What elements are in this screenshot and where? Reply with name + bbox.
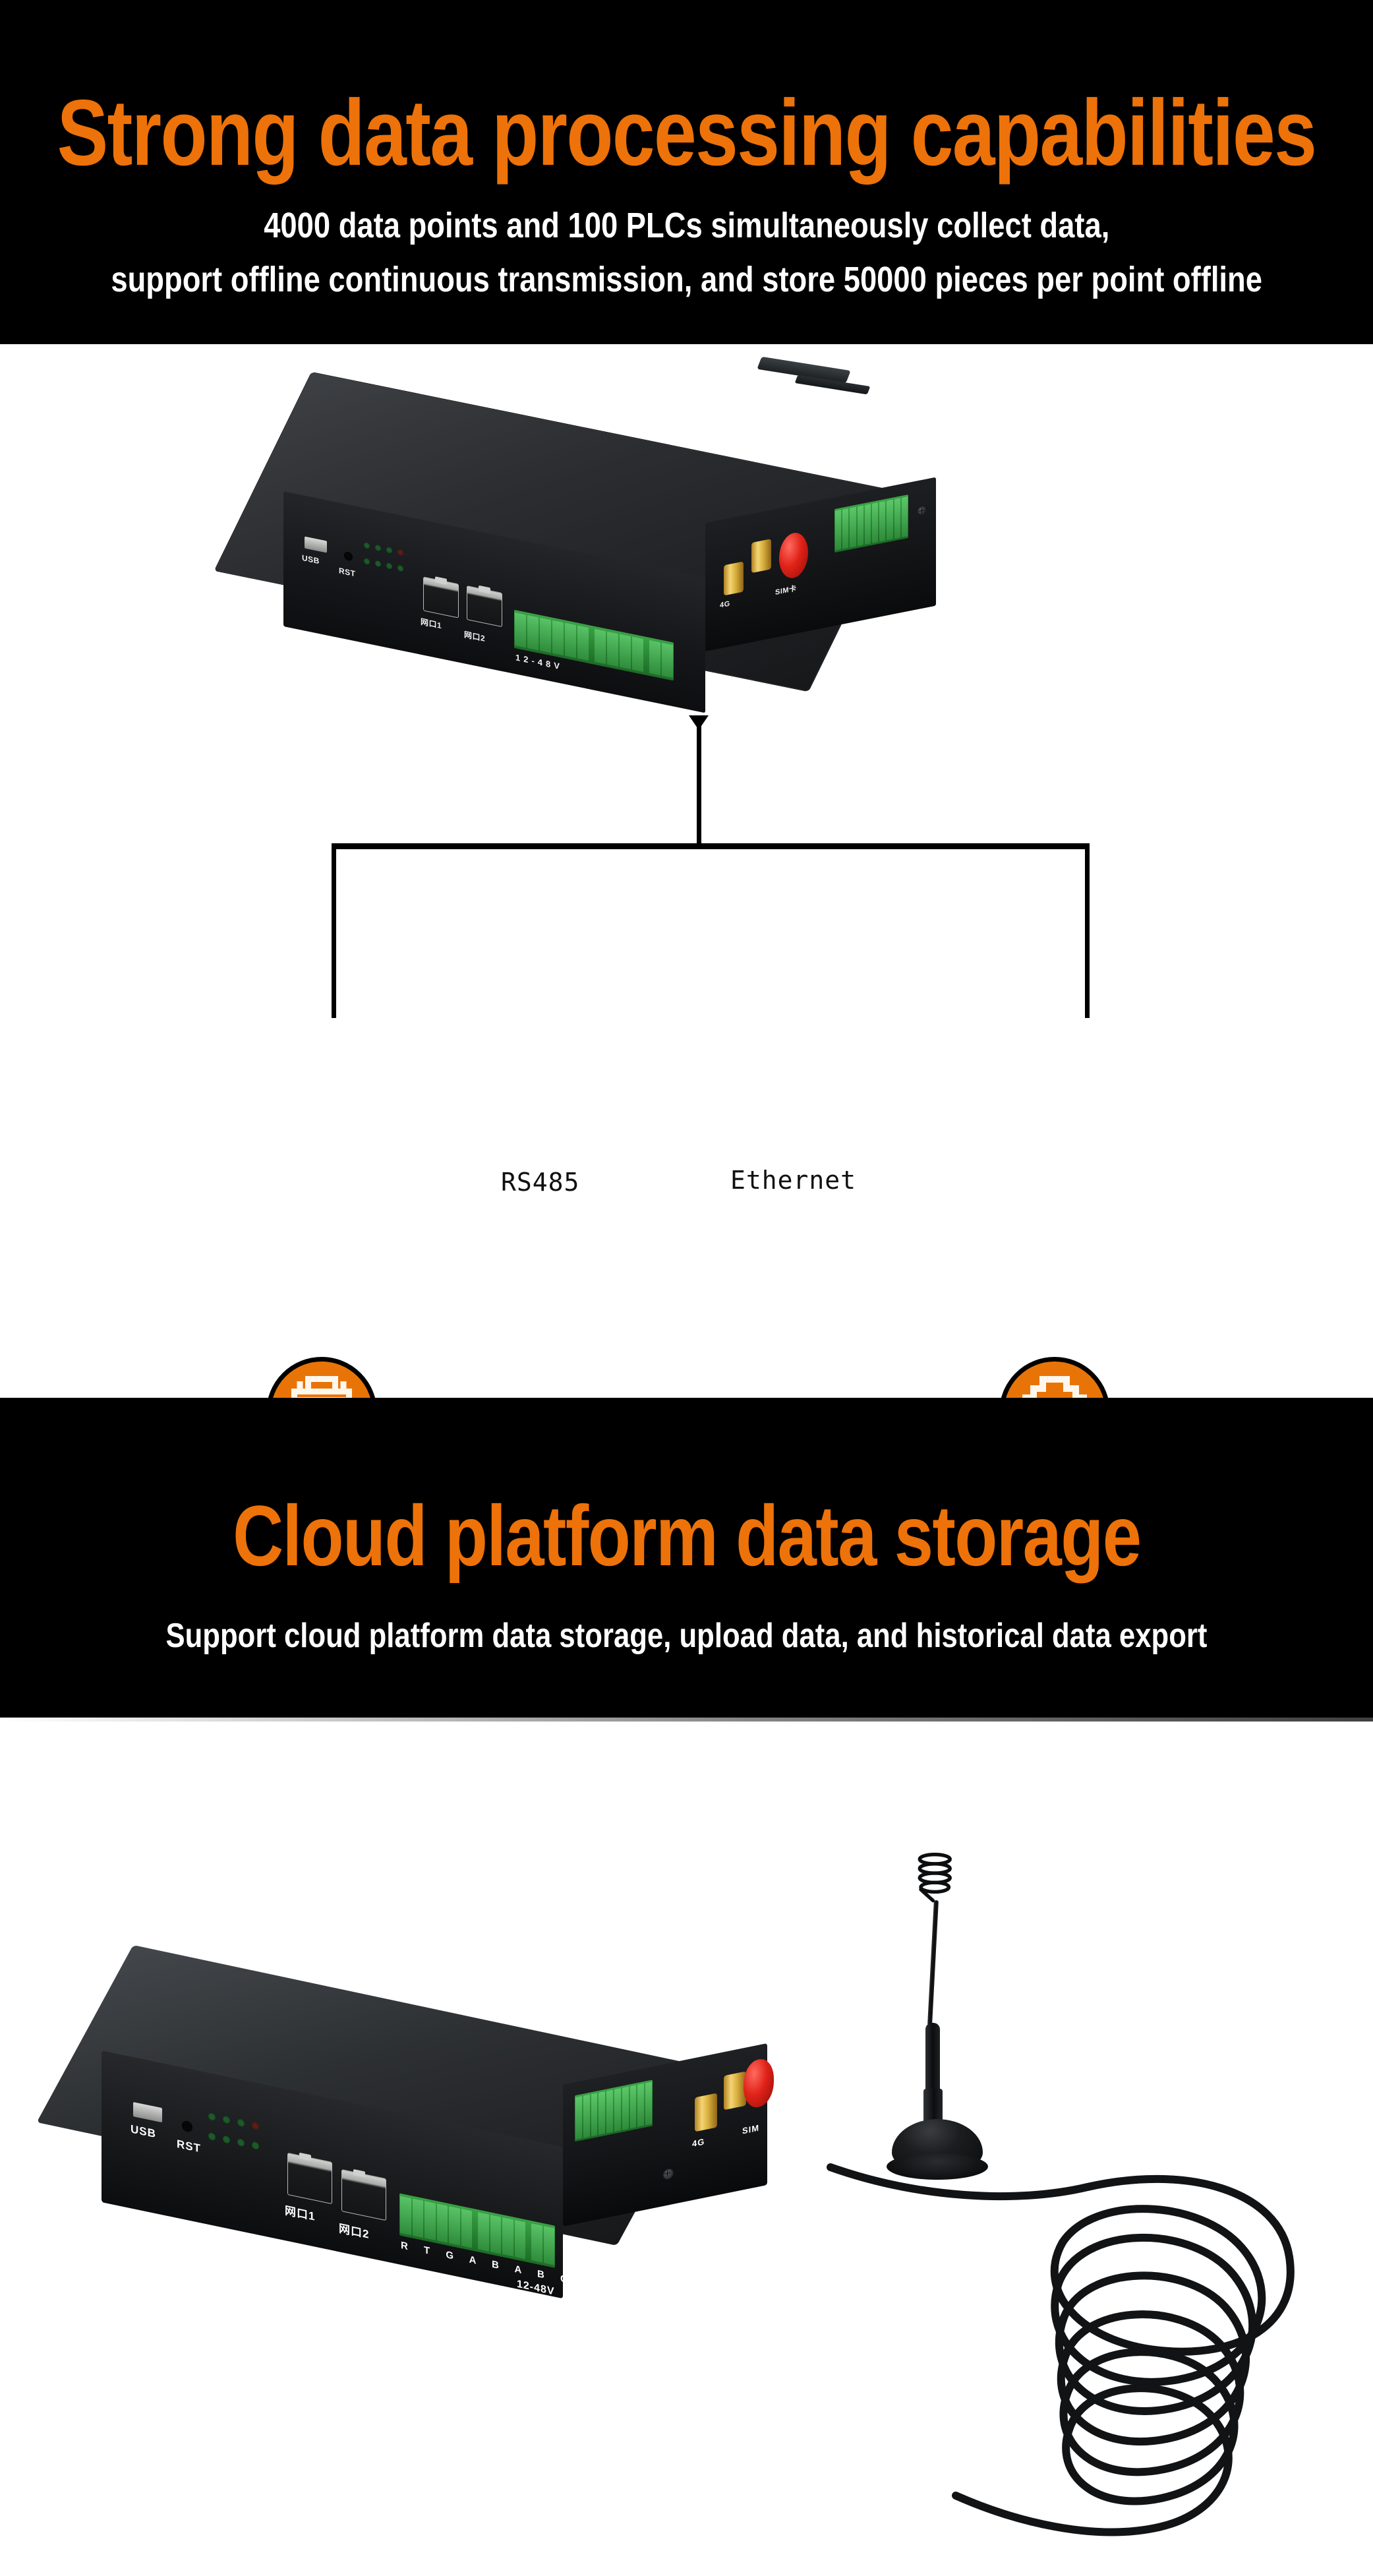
ethernet-port-1: [423, 576, 459, 618]
antenna-label-4g-bottom: 4G: [692, 2136, 705, 2149]
usb-label: USB: [302, 553, 320, 566]
banner-one-subtitle-line-2: support offline continuous transmission,…: [111, 260, 1262, 299]
sim-label-bottom: SIM: [742, 2122, 760, 2136]
connectivity-diagram-section: USB RST 网口1 网口2: [0, 344, 1373, 1696]
ethernet-port-1-label-bottom: 网口1: [285, 2204, 316, 2223]
ethernet-port-1-bottom: [287, 2152, 332, 2205]
ethernet-port-1-label: 网口1: [421, 616, 442, 631]
reset-label: RST: [339, 566, 356, 579]
shelf-edge-line: [0, 1718, 1373, 1722]
antenna-label-4g: 4G: [720, 599, 730, 610]
sim-card-slot-cover: [779, 530, 808, 581]
rs485-terminal-block: [514, 609, 674, 681]
header-banner-cloud-storage: Cloud platform data storage Support clou…: [0, 1398, 1373, 1718]
branch-label-ethernet: Ethernet: [730, 1166, 857, 1195]
sim-card-slot-cover-bottom: [744, 2056, 774, 2111]
reset-button: [344, 551, 353, 562]
usb-port: [305, 536, 327, 553]
sma-antenna-connector-4g: [724, 561, 744, 596]
led-indicator-grid-bottom: [208, 2109, 269, 2187]
banner-two-title: Cloud platform data storage: [232, 1487, 1142, 1584]
banner-one-title: Strong data processing capabilities: [57, 80, 1317, 185]
sma-antenna-connector-secondary: [751, 539, 771, 574]
antenna-coil-icon: [918, 1853, 952, 1903]
branch-label-rs485: RS485: [501, 1168, 580, 1197]
reset-label-bottom: RST: [177, 2137, 201, 2155]
chassis-screw-bottom: [663, 2167, 674, 2181]
magnetic-4g-antenna: [880, 1853, 1025, 2261]
antenna-base-rim: [887, 2153, 988, 2180]
ethernet-port-2-bottom: [341, 2169, 386, 2221]
banner-two-subtitle: Support cloud platform data storage, upl…: [165, 1616, 1208, 1655]
antenna-whip-rod: [927, 1900, 939, 2026]
device-chassis: USB RST 网口1 网口2: [215, 356, 1081, 720]
antenna-neck: [925, 2023, 940, 2092]
sim-label: SIM卡: [775, 584, 797, 597]
usb-label-bottom: USB: [131, 2122, 156, 2141]
reset-button-bottom: [182, 2120, 192, 2133]
device-photo-bottom: USB RST 网口1 网口2: [36, 1945, 824, 2334]
ethernet-port-2-label-bottom: 网口2: [339, 2222, 370, 2241]
usb-port-bottom: [133, 2102, 162, 2123]
led-indicator-grid: [364, 539, 411, 606]
branch-line-ethernet: [1085, 843, 1090, 1018]
antenna-coiled-cable: [827, 2163, 1295, 2536]
banner-one-subtitle-line-1: 4000 data points and 100 PLCs simultaneo…: [263, 206, 1110, 245]
sma-connector-secondary-bottom: [724, 2071, 746, 2111]
trunk-connector-line: [697, 720, 701, 845]
antenna-collar: [923, 2089, 943, 2123]
branch-bus-line: [332, 843, 1090, 849]
sma-connector-4g-bottom: [695, 2093, 717, 2132]
device-photo-top: USB RST 网口1 网口2: [215, 356, 1081, 720]
ethernet-port-2-label: 网口2: [464, 630, 486, 644]
digital-io-terminal-block: [834, 494, 908, 553]
digital-io-terminal-block-bottom: [575, 2080, 653, 2142]
product-photo-section: USB RST 网口1 网口2: [0, 1718, 1373, 2576]
header-banner-data-processing: Strong data processing capabilities 4000…: [0, 0, 1373, 344]
branch-line-serial: [332, 843, 336, 1018]
ethernet-port-2: [467, 585, 502, 628]
chassis-screw: [918, 505, 926, 516]
